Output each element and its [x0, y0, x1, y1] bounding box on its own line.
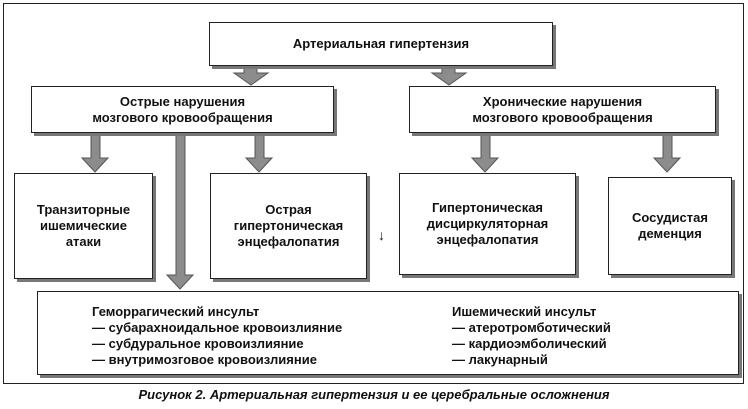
diagram-frame [3, 3, 744, 384]
ischemic-item: — лакунарный [452, 352, 548, 367]
node-transient: Транзиторные ишемические атаки [14, 173, 153, 279]
ischemic-title: Ишемический инсульт [452, 304, 597, 319]
node-dementia: Сосудистая деменция [608, 177, 732, 275]
arrow-to-dementia [652, 132, 682, 173]
node-transient-label: Транзиторные ишемические атаки [36, 202, 131, 249]
arrow-to-acute [232, 65, 270, 86]
node-acute-label: Острые нарушения мозгового кровообращени… [92, 93, 273, 125]
node-chronic-label: Хронические нарушения мозгового кровообр… [472, 93, 653, 125]
hemorrhagic-item: — субарахноидальное кровоизлияние [92, 320, 343, 335]
arrow-to-dyscirculatory [470, 132, 500, 173]
small-arrow: ↓ [378, 227, 385, 243]
node-dyscirculatory: Гипертоническая дисциркуляторная энцефал… [399, 173, 576, 275]
node-hypertension-label: Артериальная гипертензия [292, 36, 470, 51]
hemorrhagic-column: Геморрагический инсульт — субарахноидаль… [92, 304, 342, 368]
ischemic-column: Ишемический инсульт — атеротромботически… [452, 304, 611, 368]
hemorrhagic-item: — внутримозговое кровоизлияние [92, 352, 317, 367]
ischemic-item: — атеротромботический [452, 320, 611, 335]
arrow-to-chronic [430, 65, 468, 86]
ischemic-item: — кардиоэмболический [452, 336, 607, 351]
node-acute-encephalopathy: Острая гипертоническая энцефалопатия [210, 173, 367, 279]
arrow-to-acute-encephalopathy [244, 132, 274, 173]
node-hypertension: Артериальная гипертензия [209, 22, 553, 66]
hemorrhagic-item: — субдуральное кровоизлияние [92, 336, 304, 351]
hemorrhagic-title: Геморрагический инсульт [92, 304, 260, 319]
node-acute-encephalopathy-label: Острая гипертоническая энцефалопатия [233, 202, 344, 249]
stroke-box: Геморрагический инсульт — субарахноидаль… [37, 291, 739, 375]
node-dementia-label: Сосудистая деменция [632, 210, 708, 241]
figure-caption: Рисунок 2. Артериальная гипертензия и ее… [138, 387, 610, 402]
node-acute: Острые нарушения мозгового кровообращени… [31, 86, 334, 133]
node-chronic: Хронические нарушения мозгового кровообр… [409, 86, 716, 133]
arrow-to-stroke [165, 132, 195, 290]
node-dyscirculatory-label: Гипертоническая дисциркуляторная энцефал… [426, 200, 549, 247]
arrow-to-transient [80, 132, 110, 173]
